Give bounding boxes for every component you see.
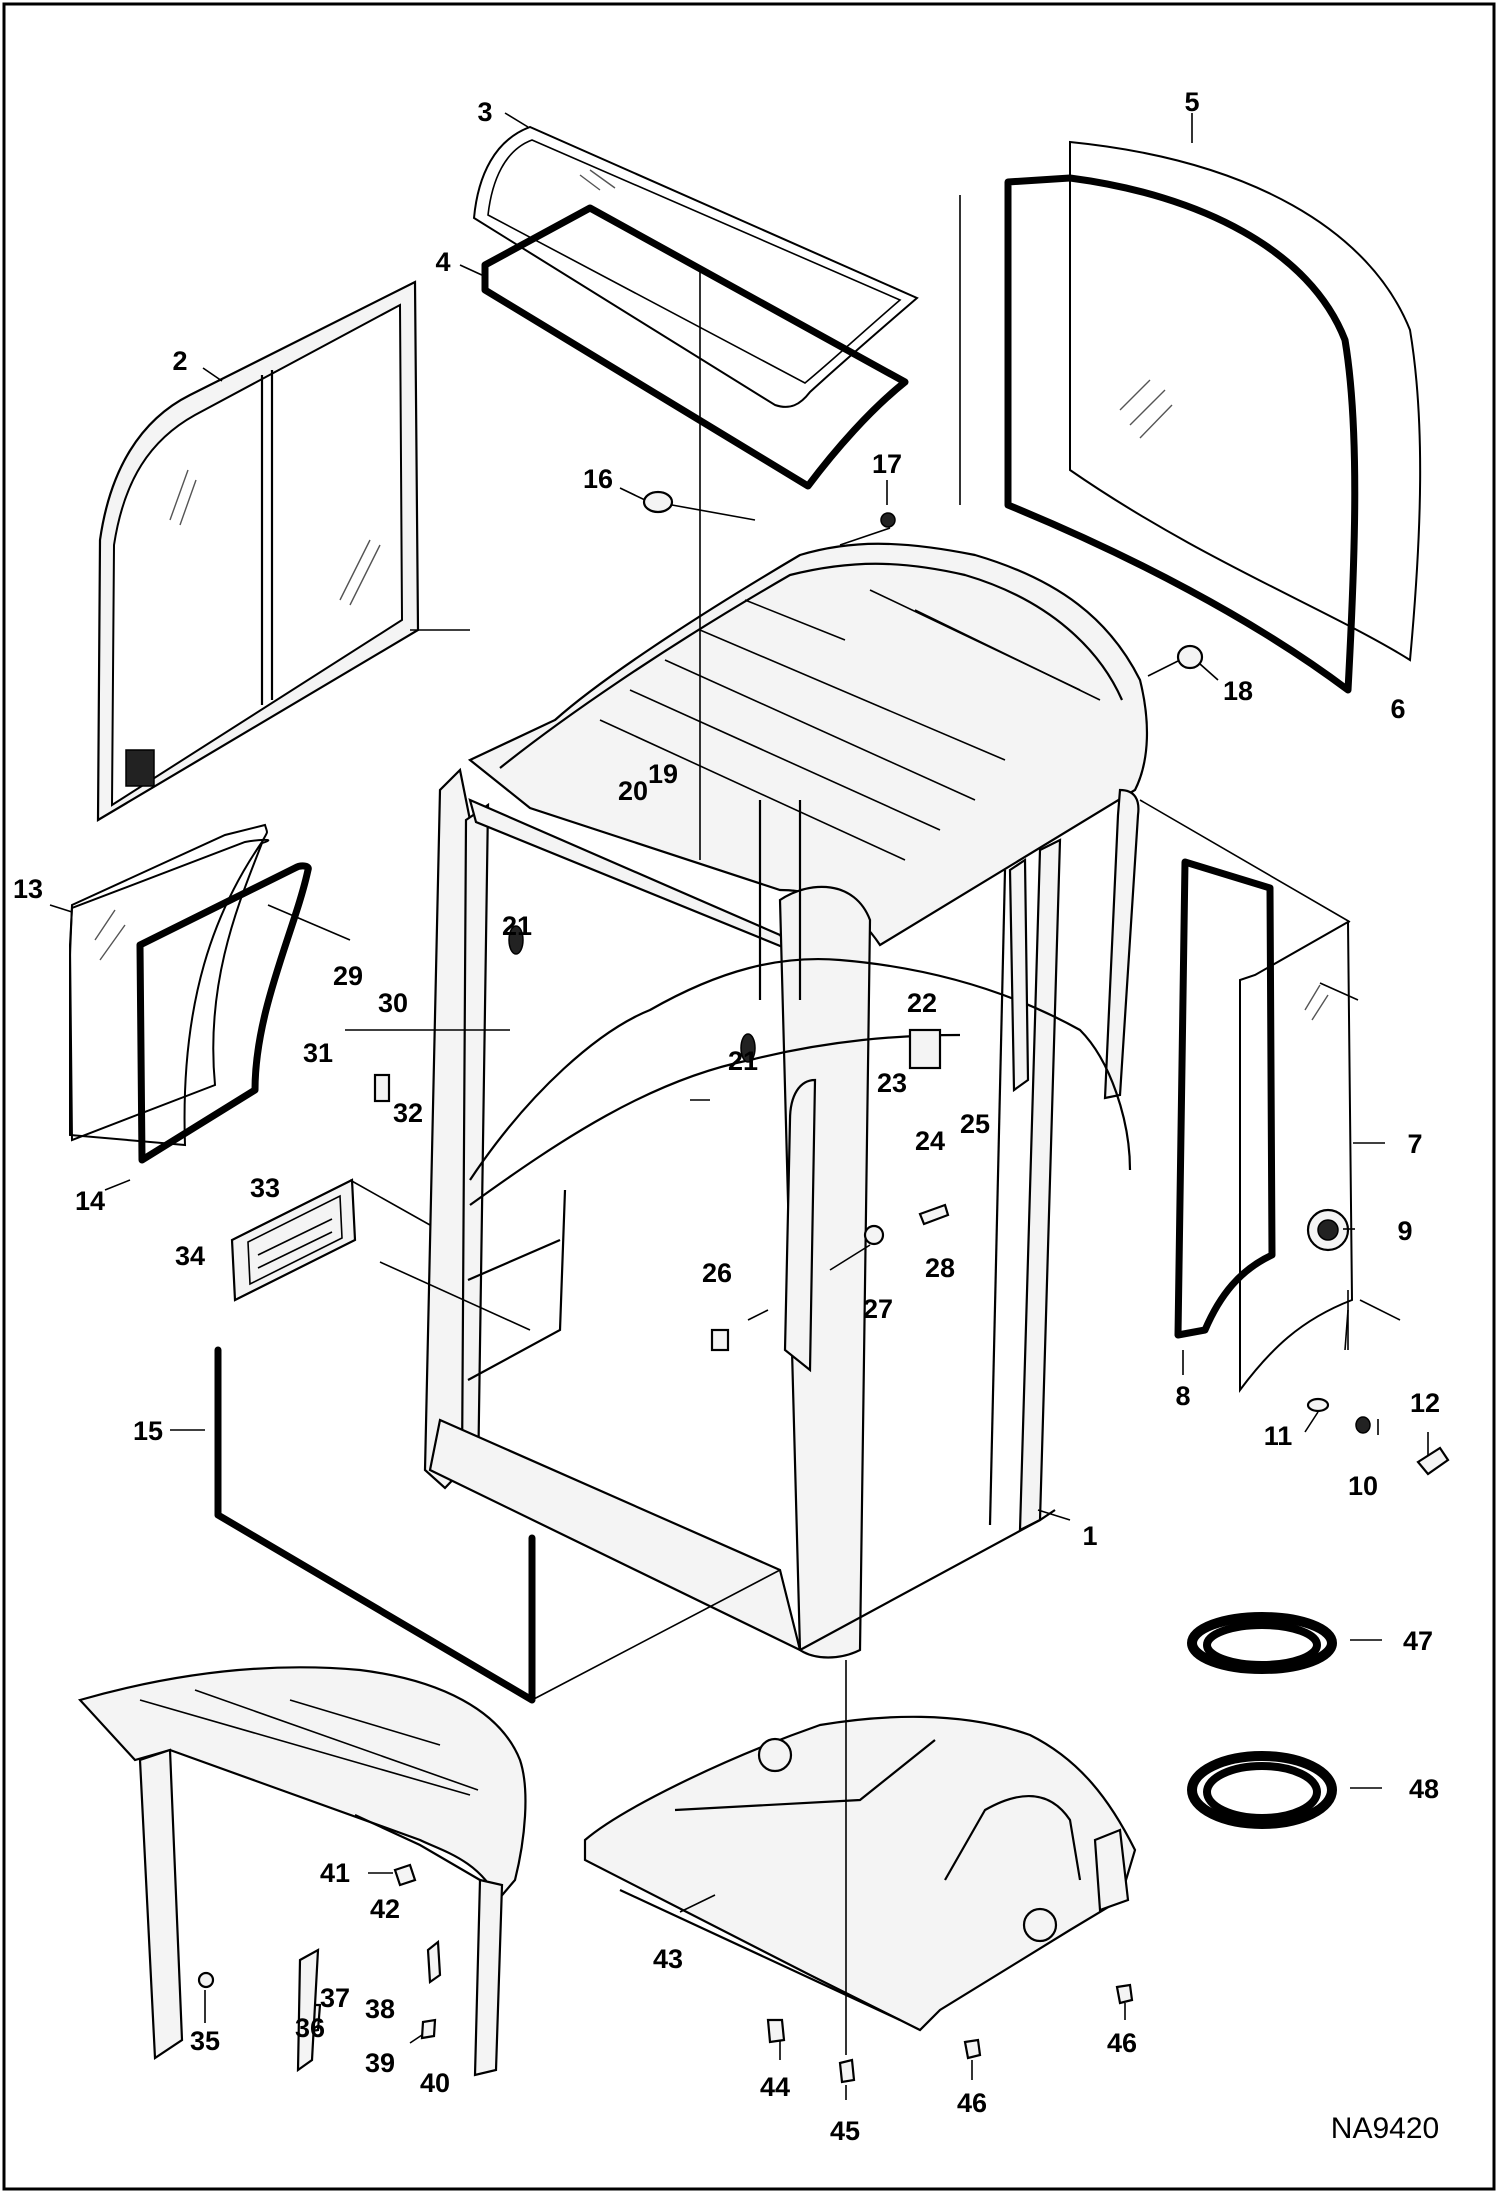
windshield-seal [1004, 174, 1359, 694]
seal-coil-47 [1187, 1612, 1337, 1674]
callout-6: 6 [1390, 694, 1405, 724]
callout-15: 15 [133, 1416, 163, 1446]
floor-mount [766, 2018, 786, 2044]
callout-47: 47 [1403, 1626, 1433, 1656]
callout-22: 22 [907, 988, 937, 1018]
knob [1416, 1446, 1450, 1476]
callout-34: 34 [175, 1241, 205, 1271]
callout-1: 1 [1082, 1521, 1097, 1551]
reference-code: NA9420 [1331, 2112, 1439, 2145]
clip [710, 1328, 730, 1352]
callout-17: 17 [872, 449, 902, 479]
callout-12: 12 [1410, 1388, 1440, 1418]
callout-2: 2 [172, 346, 187, 376]
callout-29: 29 [333, 961, 363, 991]
callout-21-left: 21 [502, 911, 532, 941]
latch-pin [863, 1224, 885, 1246]
glint [1304, 984, 1329, 1021]
callout-3: 3 [477, 97, 492, 127]
bracket [373, 1073, 391, 1103]
callout-9: 9 [1397, 1216, 1412, 1246]
callout-33: 33 [250, 1173, 280, 1203]
floor-nut [838, 2058, 856, 2084]
callout-43: 43 [653, 1944, 683, 1974]
callout-16: 16 [583, 464, 613, 494]
bumper [393, 1863, 417, 1887]
floor-nut [963, 2038, 982, 2060]
callout-41: 41 [320, 1858, 350, 1888]
callout-38: 38 [365, 1994, 395, 2024]
bottom-seal [214, 1346, 536, 1704]
right-side-glass [1239, 920, 1354, 1393]
callout-46-bottom: 46 [957, 2088, 987, 2118]
grommet [740, 1033, 756, 1063]
callout-leaders [49, 112, 1429, 2100]
right-side-glass-seal [1174, 858, 1276, 1339]
latch-knob [1306, 1208, 1350, 1252]
callout-42: 42 [370, 1894, 400, 1924]
roof-seal [481, 204, 909, 490]
callout-39: 39 [365, 2048, 395, 2078]
plug [642, 490, 674, 514]
callout-46-right: 46 [1107, 2028, 1137, 2058]
callout-5: 5 [1184, 87, 1199, 117]
callout-32: 32 [393, 1098, 423, 1128]
callout-24: 24 [915, 1126, 945, 1156]
callout-8: 8 [1175, 1381, 1190, 1411]
glint [94, 909, 126, 961]
callout-4: 4 [435, 247, 450, 277]
nut [880, 512, 896, 528]
latch-bracket [426, 1939, 442, 1985]
left-door-glass [96, 280, 420, 822]
callout-18: 18 [1223, 676, 1253, 706]
callout-30: 30 [378, 988, 408, 1018]
callout-26: 26 [702, 1258, 732, 1288]
callout-11: 11 [1264, 1421, 1293, 1451]
callout-13: 13 [13, 874, 43, 904]
screw [197, 1971, 215, 1989]
callout-10: 10 [1348, 1471, 1378, 1501]
rear-headliner [77, 1666, 527, 2077]
callout-27: 27 [863, 1294, 893, 1324]
seal-coil-48 [1187, 1751, 1337, 1829]
callout-20: 20 [618, 776, 648, 806]
floor-nut [1115, 1983, 1134, 2005]
grommet [508, 925, 524, 955]
callout-45: 45 [830, 2116, 860, 2146]
plug [1176, 644, 1204, 670]
callout-48: 48 [1409, 1774, 1439, 1804]
washer [1306, 1397, 1330, 1413]
floor-panel [583, 1715, 1137, 2032]
clip [420, 2018, 437, 2040]
callout-25: 25 [960, 1109, 990, 1139]
callout-44: 44 [760, 2072, 790, 2102]
callout-36: 36 [295, 2013, 325, 2043]
left-rear-glass-panel [68, 838, 270, 1142]
callout-21-right: 21 [728, 1046, 758, 1076]
callout-35: 35 [190, 2026, 220, 2056]
callout-23: 23 [877, 1068, 907, 1098]
vent-grille [230, 1178, 357, 1302]
nut [1355, 1416, 1371, 1434]
cab-frame [423, 542, 1149, 1659]
exploded-view-lines [267, 195, 1401, 2055]
left-rear-glass-seal [136, 862, 312, 1164]
callout-7: 7 [1407, 1129, 1422, 1159]
callout-14: 14 [75, 1186, 105, 1216]
bolt [918, 1203, 950, 1226]
callout-40: 40 [420, 2068, 450, 2098]
front-windshield [1069, 140, 1422, 662]
callout-labels: 1 2 3 4 5 6 7 8 9 10 11 12 13 14 15 16 1… [13, 87, 1440, 2146]
callout-28: 28 [925, 1253, 955, 1283]
striker-plate [908, 1028, 942, 1070]
latch-rod [296, 1948, 320, 2073]
callout-31: 31 [303, 1038, 333, 1068]
callout-37: 37 [320, 1983, 350, 2013]
callout-19: 19 [648, 759, 678, 789]
